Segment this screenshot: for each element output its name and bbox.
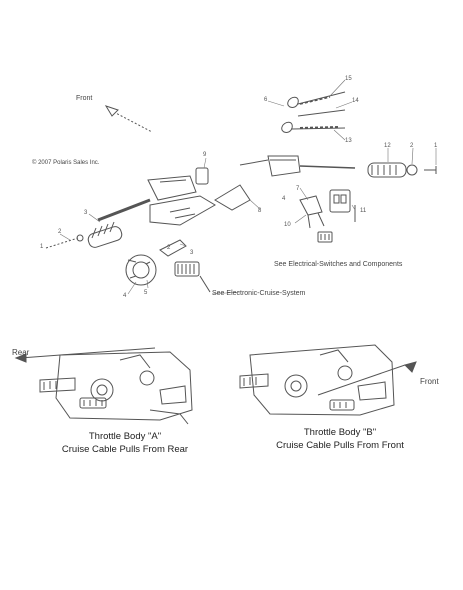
callout-number: 9 (203, 152, 207, 158)
caption-b-subtitle: Cruise Cable Pulls From Front (276, 439, 404, 451)
callout-number: 3 (84, 210, 88, 216)
callout-number: 4 (123, 293, 127, 299)
cable-assembly-upper (281, 91, 346, 133)
callout-number: 14 (352, 98, 359, 104)
callout-number: 12 (384, 143, 391, 149)
callout-number: 1 (40, 244, 44, 250)
callout-number: 13 (345, 138, 352, 144)
right-grip (367, 162, 437, 178)
callout-number: 11 (360, 208, 367, 214)
switch-components (299, 189, 356, 243)
callout-number: 10 (284, 222, 291, 228)
cruise-unit (125, 239, 211, 293)
copyright-text: © 2007 Polaris Sales Inc. (32, 160, 100, 166)
front-arrow-top (104, 105, 153, 133)
callout-number: 3 (190, 250, 194, 256)
callout-number: 7 (296, 186, 300, 192)
throttle-body-b-drawing (239, 344, 417, 416)
see-cruise-note: See Electronic-Cruise-System (212, 290, 306, 297)
front-label-top: Front (76, 95, 93, 102)
callout-number: 6 (264, 97, 268, 103)
callout-number: 8 (258, 208, 262, 214)
front-label-bottom: Front (420, 377, 439, 386)
see-electrical-note: See Electrical-Switches and Components (274, 261, 403, 268)
callout-number: 1 (434, 143, 438, 149)
callout-number: 2 (58, 229, 62, 235)
throttle-body-a-drawing (14, 347, 193, 425)
callout-number: 15 (345, 76, 352, 82)
callout-number: 5 (144, 290, 148, 296)
callout-number: 4 (282, 196, 286, 202)
caption-throttle-body-b: Throttle Body "B" Cruise Cable Pulls Fro… (245, 427, 435, 453)
caption-b-title: Throttle Body "B" (303, 427, 377, 438)
caption-throttle-body-a: Throttle Body "A" Cruise Cable Pulls Fro… (30, 431, 220, 457)
caption-a-title: Throttle Body "A" (88, 431, 162, 442)
callout-number: 2 (167, 245, 171, 251)
leader-lines (59, 79, 437, 295)
throttle-housing (239, 155, 356, 177)
caption-a-subtitle: Cruise Cable Pulls From Rear (61, 443, 189, 455)
callout-number: 2 (410, 143, 414, 149)
rear-label: Rear (12, 348, 30, 357)
left-control-assembly (45, 167, 251, 249)
